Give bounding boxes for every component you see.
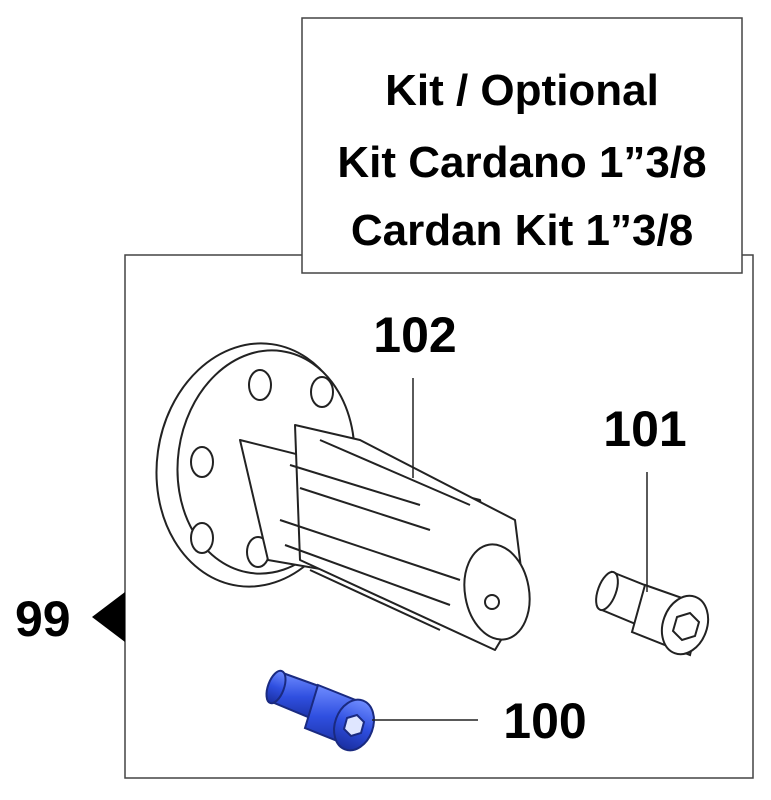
socket-screw-part bbox=[595, 570, 710, 657]
cardan-shaft-part bbox=[155, 342, 531, 651]
kit-frame bbox=[124, 254, 754, 779]
highlighted-screw-part bbox=[265, 669, 375, 752]
pointer-arrow-icon bbox=[92, 592, 125, 642]
title-box: Kit / Optional Kit Cardano 1”3/8 Cardan … bbox=[301, 17, 743, 274]
hex-socket-icon bbox=[671, 611, 701, 642]
title-line-3: Cardan Kit 1”3/8 bbox=[351, 206, 693, 255]
group-callout: 99 bbox=[15, 591, 125, 647]
hex-socket-icon bbox=[342, 713, 366, 738]
callout-102: 102 bbox=[373, 307, 456, 363]
callout-100: 100 bbox=[503, 693, 586, 749]
callout-99: 99 bbox=[15, 591, 71, 647]
title-line-2: Kit Cardano 1”3/8 bbox=[337, 138, 706, 187]
callout-101: 101 bbox=[603, 401, 686, 457]
title-line-1: Kit / Optional bbox=[385, 66, 659, 115]
